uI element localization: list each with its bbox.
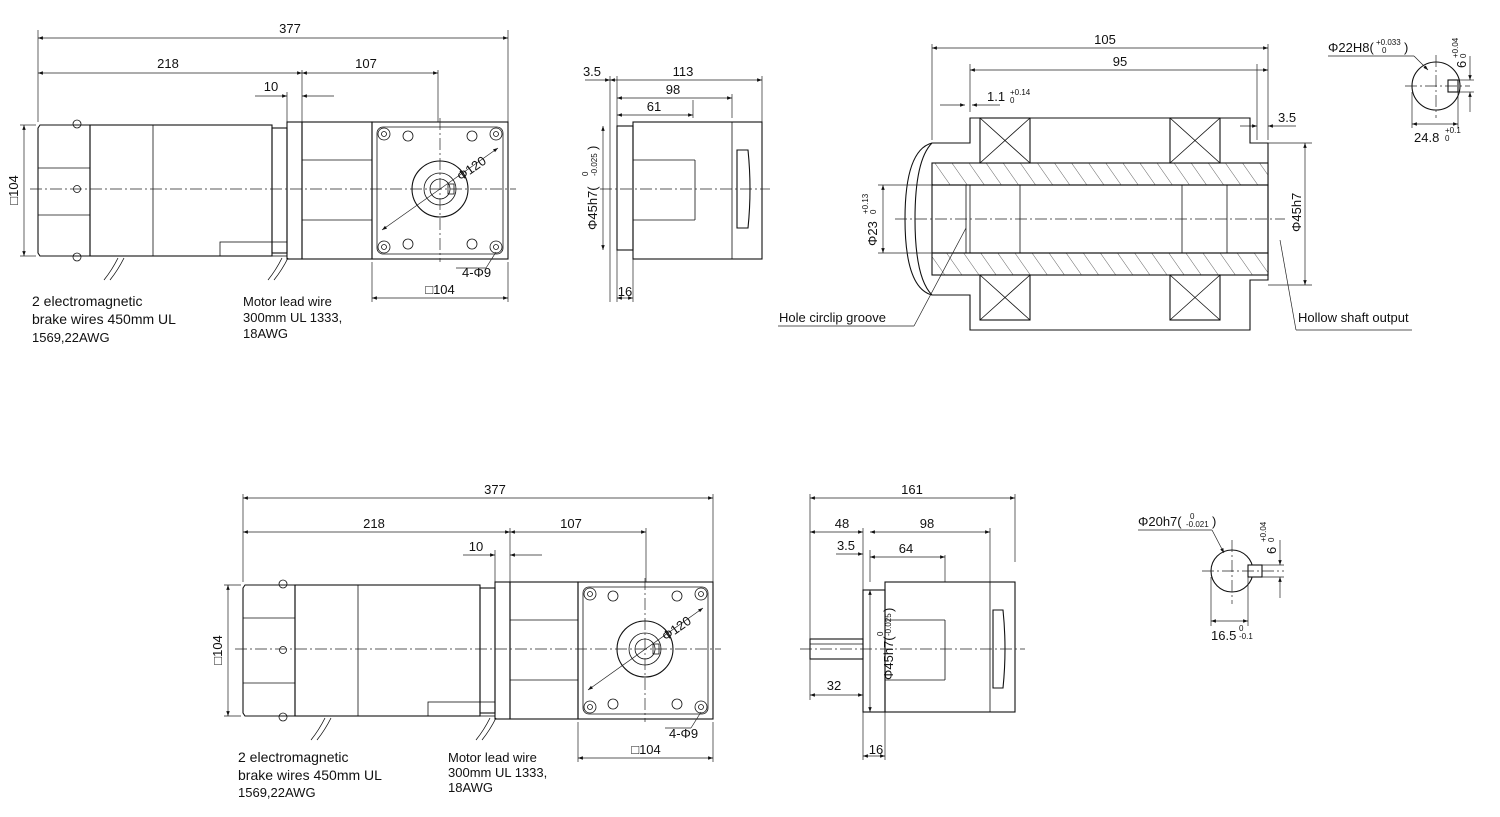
bore-detail-depth: 24.8 <box>1414 130 1439 145</box>
b-holes-label: 4-Φ9 <box>669 726 698 741</box>
b-gearhead-side <box>509 581 579 720</box>
b-end-view-body <box>884 581 1016 713</box>
svg-text:0: 0 <box>876 631 885 636</box>
svg-text:+0.04: +0.04 <box>1259 521 1268 542</box>
svg-text:+0.04: +0.04 <box>1451 37 1460 58</box>
lead-wire-note-2: 300mm UL 1333, <box>243 310 342 325</box>
b-brake-wire-note-1: 2 electromagnetic <box>238 749 349 765</box>
bottom-end-view: 161 48 98 3.5 64 Φ45h7( 0 -0.025 ) 32 16 <box>800 482 1025 760</box>
b-end-dim-16: 16 <box>869 742 883 757</box>
b-gear-square-label: □104 <box>631 742 661 757</box>
svg-text:0: 0 <box>1459 53 1468 58</box>
svg-text:): ) <box>881 608 896 612</box>
brake-wire-note-2: brake wires 450mm UL <box>32 311 176 327</box>
b-end-pilot-label: Φ45h7( <box>881 636 896 680</box>
svg-text:0: 0 <box>1267 537 1276 542</box>
b-dim-flange-label: 10 <box>469 539 483 554</box>
svg-text:0: 0 <box>1445 134 1450 143</box>
b-dim-overall-label: 377 <box>484 482 506 497</box>
b-dim-motor-length-label: 218 <box>363 516 385 531</box>
svg-text:): ) <box>1212 514 1216 529</box>
pcd-label: Φ120 <box>454 153 489 184</box>
motor-body <box>89 124 273 257</box>
svg-text:-0.025: -0.025 <box>884 613 893 636</box>
svg-text:+0.13: +0.13 <box>861 193 870 214</box>
gear-square-label: □104 <box>425 282 455 297</box>
b-pcd-label: Φ120 <box>659 613 694 644</box>
section-dim-95: 95 <box>1113 54 1127 69</box>
b-dim-gear-length-label: 107 <box>560 516 582 531</box>
b-motor-body <box>294 584 481 717</box>
end-view-body <box>632 121 763 260</box>
shaft-detail-dia: Φ20h7( <box>1138 514 1182 529</box>
shaft-detail-depth: 16.5 <box>1211 628 1236 643</box>
svg-text:+0.033: +0.033 <box>1376 38 1401 47</box>
svg-text:0: 0 <box>1190 512 1195 521</box>
b-end-dim-3.5: 3.5 <box>837 538 855 553</box>
end-dim-98: 98 <box>666 82 680 97</box>
dim-height-label: □104 <box>6 175 21 205</box>
svg-text:0: 0 <box>869 209 878 214</box>
svg-text:-0.1: -0.1 <box>1239 632 1253 641</box>
b-lead-wire-note-1: Motor lead wire <box>448 750 537 765</box>
groove-dim: 1.1 <box>987 89 1005 104</box>
section-dim-3.5: 3.5 <box>1278 110 1296 125</box>
brake-wire-note-1: 2 electromagnetic <box>32 293 143 309</box>
top-side-view: 377 218 107 10 □104 <box>6 21 516 345</box>
hollow-shaft-section: 105 95 1.1 +0.14 0 3.5 <box>778 32 1412 331</box>
svg-text:+0.14: +0.14 <box>1010 88 1031 97</box>
dim-gear-length-label: 107 <box>355 56 377 71</box>
svg-text:-0.021: -0.021 <box>1186 520 1209 529</box>
pilot-dim: Φ45h7 <box>1289 193 1304 232</box>
top-end-view: 3.5 113 98 61 Φ45h7( 0 -0.025 ) 16 <box>581 64 770 302</box>
svg-text:): ) <box>585 146 600 150</box>
b-dim-height-label: □104 <box>210 635 225 665</box>
svg-text:-0.025: -0.025 <box>590 153 599 176</box>
b-end-dim-161: 161 <box>901 482 923 497</box>
b-end-dim-48: 48 <box>835 516 849 531</box>
solid-shaft-detail: Φ20h7( 0 -0.021 ) 6 +0.04 0 16.5 0 -0.1 <box>1138 512 1284 643</box>
b-end-dim-98: 98 <box>920 516 934 531</box>
svg-text:0: 0 <box>1010 96 1015 105</box>
dim-flange-label: 10 <box>264 79 278 94</box>
svg-text:0: 0 <box>1239 624 1244 633</box>
svg-text:+0.1: +0.1 <box>1445 126 1461 135</box>
b-lead-wire-note-2: 300mm UL 1333, <box>448 765 547 780</box>
shaft-detail-key: 6 <box>1264 547 1279 554</box>
hollow-bore-detail: Φ22H8( +0.033 0 ) 6 +0.04 0 24.8 +0.1 0 <box>1328 37 1474 145</box>
bore-dim: Φ23 <box>865 221 880 246</box>
svg-text:0: 0 <box>581 171 590 176</box>
svg-text:0: 0 <box>1382 46 1387 55</box>
b-brake-wire-note-2: brake wires 450mm UL <box>238 767 382 783</box>
lead-wire-note-3: 18AWG <box>243 326 288 341</box>
b-gearhead-face <box>577 581 714 720</box>
b-brake-wire-note-3: 1569,22AWG <box>238 785 316 800</box>
end-dim-61: 61 <box>647 99 661 114</box>
section-dim-105: 105 <box>1094 32 1116 47</box>
end-pilot-label: Φ45h7( <box>585 186 600 230</box>
brake-wire-note-3: 1569,22AWG <box>32 330 110 345</box>
b-end-dim-64: 64 <box>899 541 913 556</box>
dim-motor-length-label: 218 <box>157 56 179 71</box>
end-dim-3.5: 3.5 <box>583 64 601 79</box>
brake-housing <box>37 124 91 257</box>
dim-overall-label: 377 <box>279 21 301 36</box>
b-lead-wire-note-3: 18AWG <box>448 780 493 795</box>
bottom-side-view: 377 218 107 10 □104 <box>210 482 721 800</box>
end-dim-16: 16 <box>618 284 632 299</box>
holes-label: 4-Φ9 <box>462 265 491 280</box>
b-end-dim-32: 32 <box>827 678 841 693</box>
end-dim-113: 113 <box>673 64 694 79</box>
callout-circlip-groove: Hole circlip groove <box>779 310 886 325</box>
bore-detail-key: 6 <box>1454 61 1469 68</box>
bore-detail-dia: Φ22H8( <box>1328 40 1374 55</box>
svg-text:): ) <box>1404 40 1408 55</box>
lead-wire-note-1: Motor lead wire <box>243 294 332 309</box>
gearhead-side <box>301 121 373 260</box>
callout-hollow-shaft-output: Hollow shaft output <box>1298 310 1409 325</box>
